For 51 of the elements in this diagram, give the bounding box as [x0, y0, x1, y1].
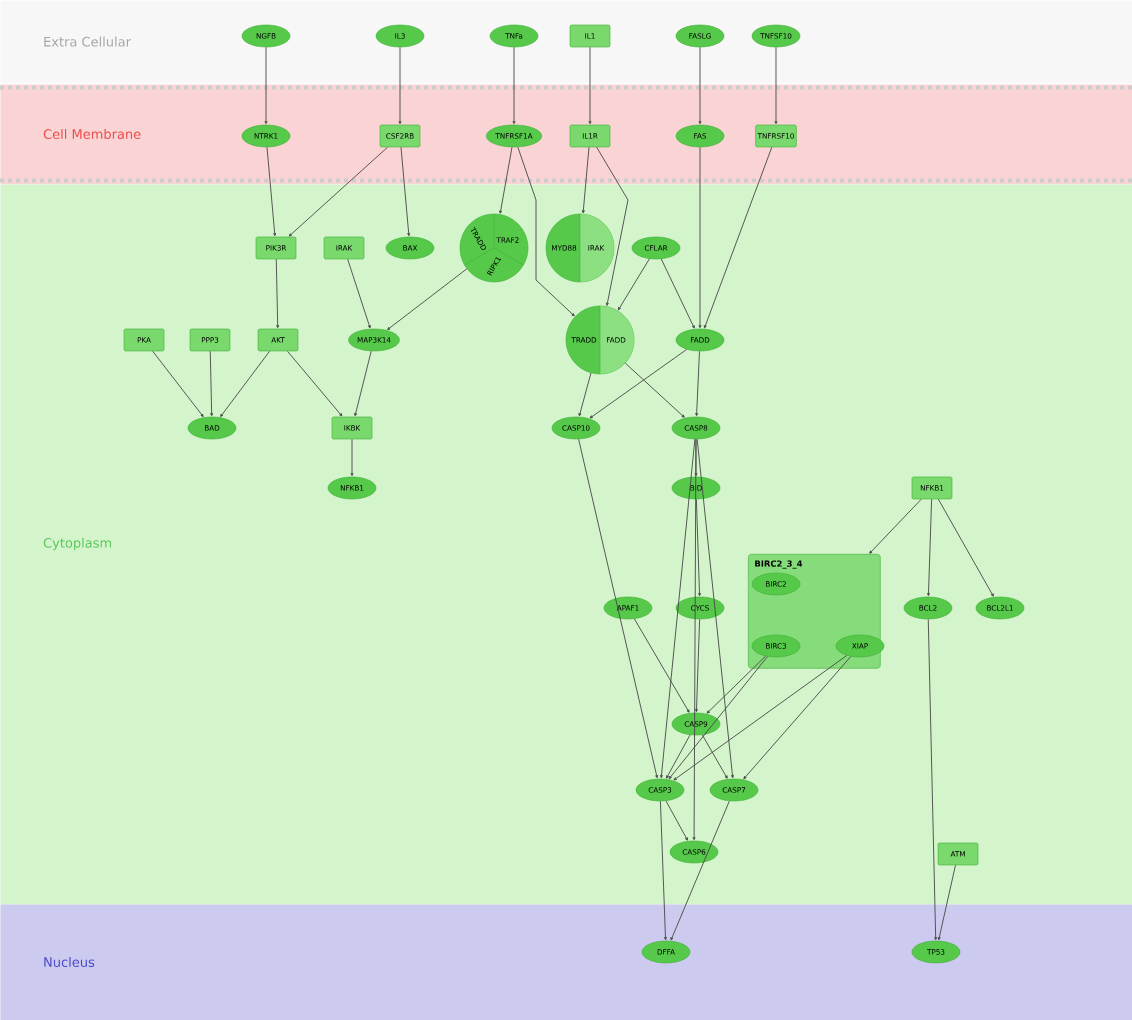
arrow	[743, 656, 852, 780]
arrow	[617, 258, 650, 311]
arrow	[665, 800, 688, 841]
arrow	[695, 618, 701, 713]
arrow	[354, 350, 372, 417]
arrow	[517, 146, 575, 317]
arrow	[673, 655, 848, 781]
arrow	[398, 46, 402, 125]
arrow	[596, 146, 629, 306]
arrow	[696, 438, 734, 779]
arrow	[937, 864, 956, 941]
arrow	[869, 498, 922, 554]
arrow	[264, 46, 268, 125]
arrow	[588, 46, 592, 125]
arrow	[695, 498, 701, 597]
arrow	[209, 350, 214, 417]
arrow	[698, 46, 702, 125]
arrow	[266, 146, 277, 237]
arrow	[659, 438, 696, 779]
arrow	[668, 656, 768, 780]
arrow	[387, 268, 468, 330]
arrow	[692, 438, 697, 841]
arrow	[774, 46, 778, 125]
arrow	[703, 146, 773, 329]
arrow	[937, 498, 994, 597]
arrow	[400, 146, 411, 237]
arrow	[152, 350, 204, 417]
arrow	[350, 438, 354, 477]
arrow	[659, 800, 667, 941]
arrow	[670, 800, 730, 941]
arrow	[275, 258, 280, 329]
arrow	[288, 146, 388, 237]
arrow	[220, 350, 270, 417]
arrow	[660, 258, 695, 329]
arrow	[927, 498, 933, 597]
arrow	[578, 372, 592, 417]
arrow	[581, 146, 590, 214]
arrow	[698, 146, 702, 329]
arrow	[666, 734, 691, 779]
arrow	[701, 734, 728, 779]
arrow	[927, 618, 938, 941]
arrow	[347, 258, 371, 329]
arrow	[512, 46, 516, 125]
arrow	[287, 350, 343, 417]
arrow	[633, 618, 690, 713]
arrow	[706, 655, 766, 714]
arrow	[624, 362, 685, 418]
arrow	[499, 146, 513, 214]
arrow	[589, 349, 688, 419]
arrow	[695, 350, 700, 417]
arrow	[578, 438, 659, 779]
